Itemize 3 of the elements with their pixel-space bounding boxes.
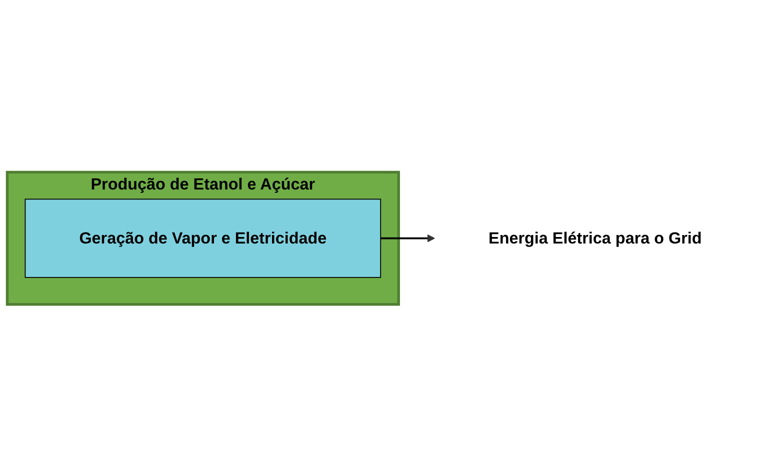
node-box: Geração de Vapor e Eletricidade	[24, 198, 382, 278]
node-text: Energia Elétrica para o Grid	[488, 228, 702, 247]
arrow	[380, 234, 435, 242]
